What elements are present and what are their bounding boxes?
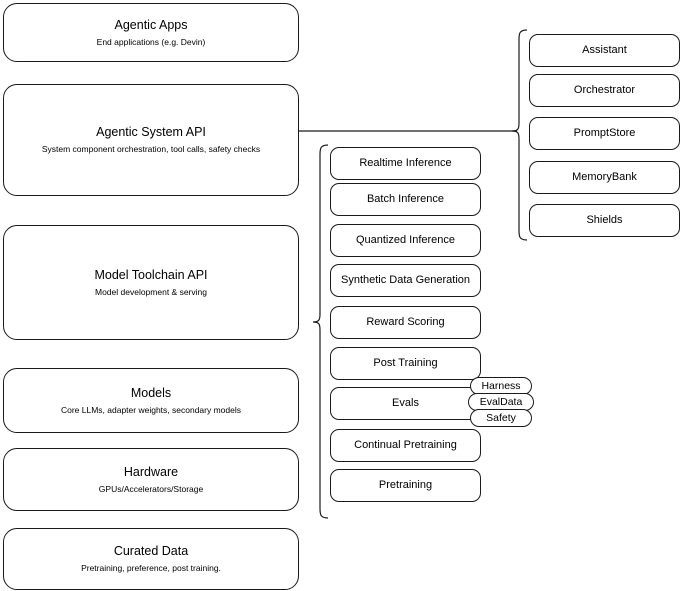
layer-title: Curated Data <box>113 544 189 559</box>
capability-post-training[interactable]: Post Training <box>330 347 481 380</box>
capability-reward-scoring[interactable]: Reward Scoring <box>330 306 481 339</box>
layer-model-toolchain-api[interactable]: Model Toolchain API Model development & … <box>3 225 299 340</box>
layer-subtitle: GPUs/Accelerators/Storage <box>98 483 204 494</box>
capability-evals[interactable]: Evals <box>330 387 481 420</box>
layer-title: Model Toolchain API <box>94 267 208 282</box>
capability-continual-pretraining[interactable]: Continual Pretraining <box>330 429 481 462</box>
layer-title: Models <box>130 385 172 400</box>
layer-subtitle: System component orchestration, tool cal… <box>41 144 261 154</box>
layer-hardware[interactable]: Hardware GPUs/Accelerators/Storage <box>3 448 299 511</box>
capability-quantized-inference[interactable]: Quantized Inference <box>330 224 481 257</box>
toolchain-capabilities-brace <box>312 144 329 519</box>
layer-curated-data[interactable]: Curated Data Pretraining, preference, po… <box>3 528 299 590</box>
eval-badge-safety[interactable]: Safety <box>470 409 532 427</box>
capability-synthetic-data-generation[interactable]: Synthetic Data Generation <box>330 264 481 297</box>
layer-models[interactable]: Models Core LLMs, adapter weights, secon… <box>3 368 299 433</box>
layer-title: Hardware <box>123 464 179 479</box>
capability-realtime-inference[interactable]: Realtime Inference <box>330 147 481 180</box>
layer-subtitle: Model development & serving <box>95 286 207 297</box>
layer-subtitle: End applications (e.g. Devin) <box>96 36 206 47</box>
component-memorybank[interactable]: MemoryBank <box>529 161 680 194</box>
component-shields[interactable]: Shields <box>529 204 680 237</box>
layer-subtitle: Pretraining, preference, post training. <box>81 563 221 573</box>
layer-subtitle: Core LLMs, adapter weights, secondary mo… <box>60 404 241 415</box>
system-components-brace <box>511 29 528 241</box>
layer-agentic-system-api[interactable]: Agentic System API System component orch… <box>3 84 299 196</box>
capability-batch-inference[interactable]: Batch Inference <box>330 183 481 216</box>
layer-agentic-apps[interactable]: Agentic Apps End applications (e.g. Devi… <box>3 3 299 62</box>
component-promptstore[interactable]: PromptStore <box>529 117 680 150</box>
layer-title: Agentic System API <box>96 125 206 140</box>
capability-pretraining[interactable]: Pretraining <box>330 469 481 502</box>
component-orchestrator[interactable]: Orchestrator <box>529 74 680 107</box>
component-assistant[interactable]: Assistant <box>529 34 680 67</box>
layer-title: Agentic Apps <box>114 17 188 32</box>
